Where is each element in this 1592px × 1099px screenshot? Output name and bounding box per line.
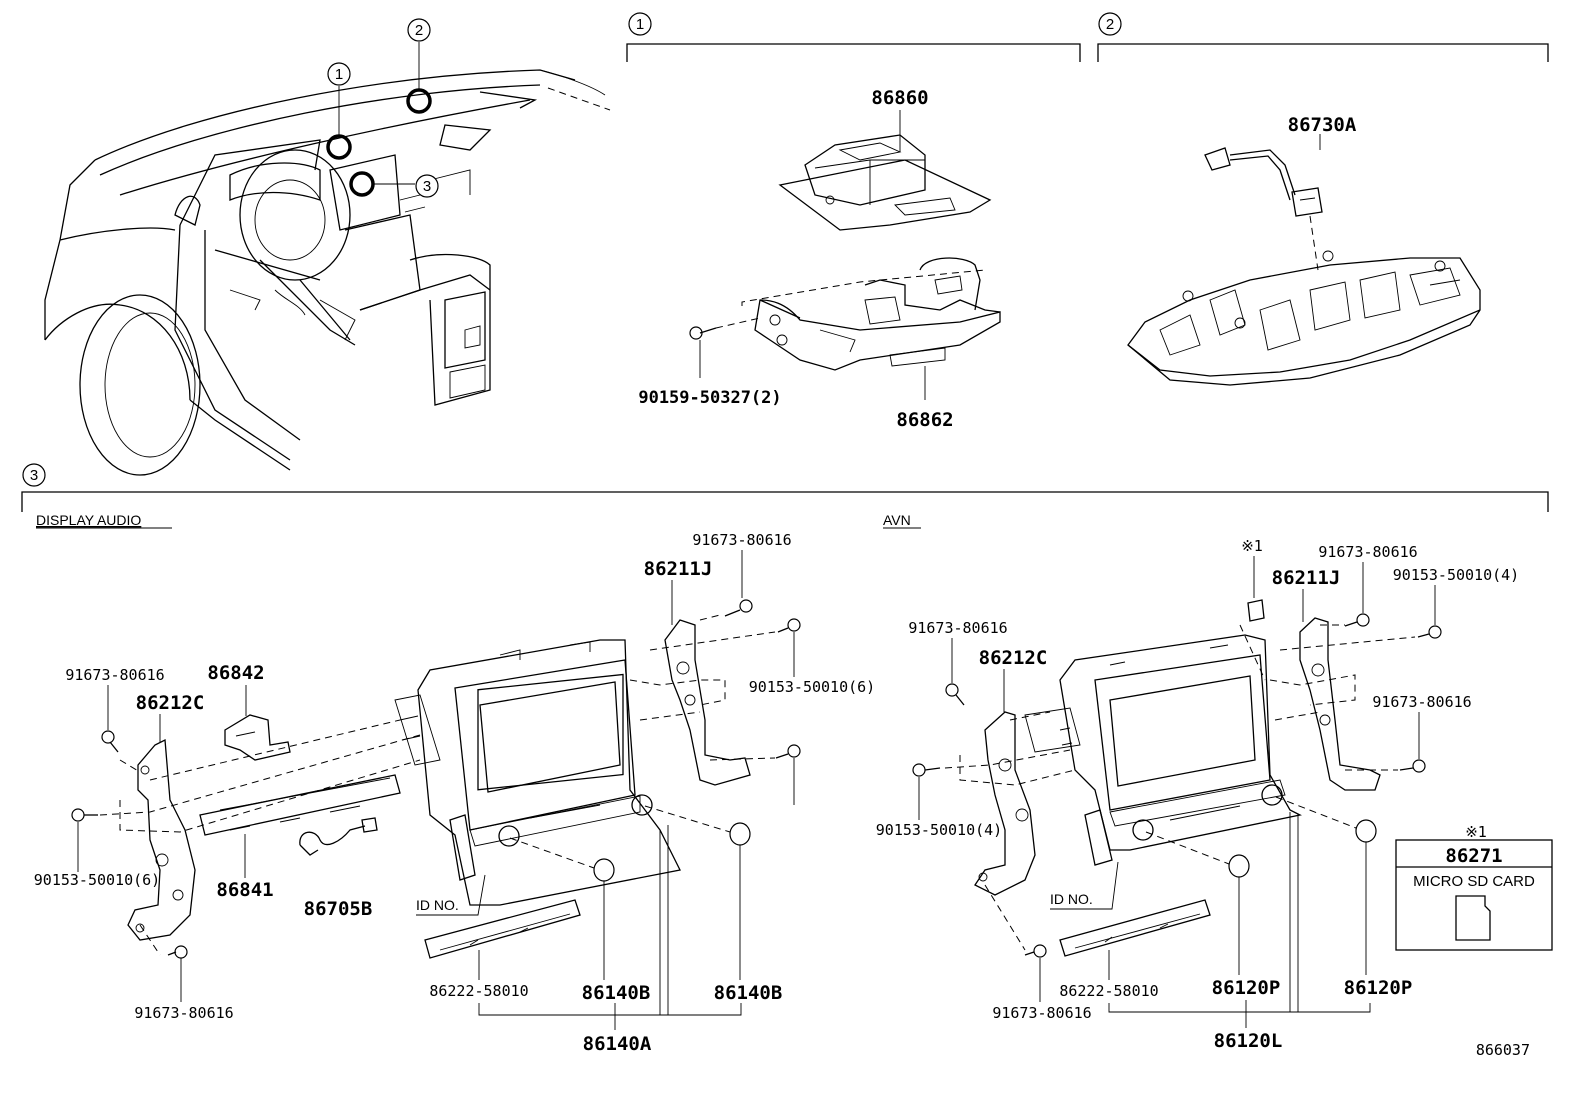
sensor-86730a <box>1204 147 1323 217</box>
bracket-86862 <box>741 257 1001 371</box>
svg-text:3: 3 <box>30 467 38 484</box>
da-label-91673-bl: 91673-80616 <box>134 1004 233 1022</box>
svg-text:2: 2 <box>415 22 423 39</box>
label-86730a: 86730A <box>1288 114 1357 136</box>
avn-label-91673-tl: 91673-80616 <box>908 619 1007 637</box>
screw-90159 <box>689 317 761 340</box>
da-label-86140b-a: 86140B <box>582 982 651 1004</box>
da-label-id-no: ID NO. <box>416 897 459 913</box>
callout-1-overview: 1 <box>327 62 351 86</box>
section-1: 1 86860 <box>626 12 1081 431</box>
da-label-86222: 86222-58010 <box>429 982 528 1000</box>
svg-text:3: 3 <box>423 178 431 195</box>
callout-2-overview: 2 <box>407 18 431 42</box>
location-marker-3 <box>349 171 375 197</box>
overhead-console-housing <box>1127 250 1481 386</box>
da-label-91673-tl: 91673-80616 <box>65 666 164 684</box>
sd-part-86271: 86271 <box>1445 845 1502 867</box>
da-label-90153-l: 90153-50010(6) <box>34 871 160 889</box>
figure-id: 866037 <box>1476 1041 1530 1059</box>
avn-label-86120p-a: 86120P <box>1212 977 1281 999</box>
avn-assembly <box>912 599 1442 958</box>
callout-3-overview: 3 <box>415 174 439 198</box>
da-label-90153-r: 90153-50010(6) <box>749 678 875 696</box>
avn-label-86212c: 86212C <box>979 647 1048 669</box>
sd-note-mark: ※1 <box>1465 823 1487 841</box>
avn-note-mark: ※1 <box>1241 537 1263 555</box>
section-display-audio-title: DISPLAY AUDIO <box>36 512 141 528</box>
avn-label-86120l: 86120L <box>1214 1030 1283 1052</box>
label-86860: 86860 <box>871 87 928 109</box>
da-label-86212c: 86212C <box>136 692 205 714</box>
section-3: 3 DISPLAY AUDIO AVN <box>21 463 1549 529</box>
location-marker-2 <box>406 88 432 114</box>
da-label-86705b: 86705B <box>304 898 373 920</box>
label-86862: 86862 <box>896 409 953 431</box>
da-label-86841: 86841 <box>216 879 273 901</box>
section-avn-title: AVN <box>883 512 911 528</box>
da-label-86140b-b: 86140B <box>714 982 783 1004</box>
location-marker-1 <box>326 134 352 160</box>
avn-label-91673-top: 91673-80616 <box>1318 543 1417 561</box>
label-90159-50327: 90159-50327(2) <box>638 388 781 408</box>
da-label-91673-tr: 91673-80616 <box>692 531 791 549</box>
avn-label-90153-r: 90153-50010(4) <box>1393 566 1519 584</box>
avn-label-86120p-b: 86120P <box>1344 977 1413 999</box>
avn-label-91673-r: 91673-80616 <box>1372 693 1471 711</box>
avn-label-86211j: 86211J <box>1272 567 1341 589</box>
da-label-86211j: 86211J <box>644 558 713 580</box>
avn-label-91673-bl: 91673-80616 <box>992 1004 1091 1022</box>
sd-card-label: MICRO SD CARD <box>1413 873 1535 890</box>
section-2: 2 86730A <box>1097 12 1549 386</box>
avn-label-86222: 86222-58010 <box>1059 982 1158 1000</box>
micro-sd-card-box: ※1 86271 MICRO SD CARD <box>1395 823 1553 951</box>
da-label-86140a: 86140A <box>583 1033 652 1055</box>
avn-label-90153-l: 90153-50010(4) <box>876 821 1002 839</box>
avn-labels: 91673-80616 86212C 90153-50010(4) ID NO.… <box>876 537 1519 1052</box>
car-interior-illustration <box>44 42 611 476</box>
svg-text:1: 1 <box>636 16 644 33</box>
avn-label-id-no: ID NO. <box>1050 891 1093 907</box>
display-audio-assembly <box>71 599 801 959</box>
svg-text:2: 2 <box>1106 16 1114 33</box>
module-86860 <box>778 134 992 231</box>
svg-text:1: 1 <box>335 66 343 83</box>
da-label-86842: 86842 <box>207 662 264 684</box>
micro-sd-card-icon <box>1455 895 1491 941</box>
display-audio-labels: 91673-80616 86842 86212C 90153-50010(6) … <box>34 531 875 1055</box>
